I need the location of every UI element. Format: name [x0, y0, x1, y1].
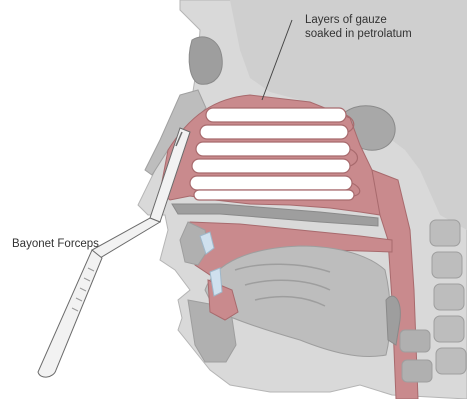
- gauze-layer: [194, 190, 354, 200]
- vertebra: [436, 348, 466, 374]
- vertebra-body: [400, 330, 430, 352]
- gauze-layer: [190, 176, 352, 190]
- gauze-label: Layers of gauze soaked in petrolatum: [305, 13, 412, 41]
- gauze-layer: [196, 142, 350, 156]
- gauze-label-line2: soaked in petrolatum: [305, 27, 412, 41]
- forceps-handle: [38, 250, 102, 377]
- vertebra: [432, 252, 462, 278]
- gauze-label-line1: Layers of gauze: [305, 13, 412, 27]
- vertebra: [434, 284, 464, 310]
- gauze-layer: [206, 108, 346, 122]
- vertebra: [430, 220, 460, 246]
- gauze-layer: [200, 125, 348, 139]
- vertebra-body: [402, 360, 432, 382]
- forceps-bend: [92, 218, 160, 258]
- gauze-packing: [190, 108, 354, 200]
- frontal-sinus: [189, 37, 222, 84]
- gauze-layer: [192, 159, 350, 173]
- forceps-label: Bayonet Forceps: [12, 237, 99, 251]
- vertebra: [434, 316, 464, 342]
